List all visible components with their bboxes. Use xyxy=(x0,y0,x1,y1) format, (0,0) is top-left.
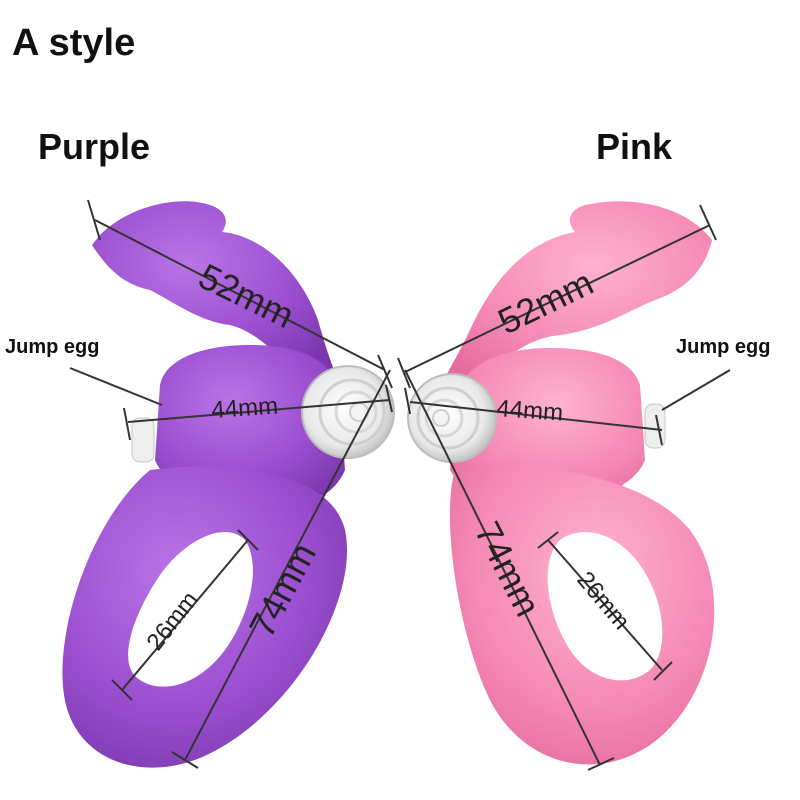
purple-ring xyxy=(62,466,348,768)
variant-name-pink: Pink xyxy=(596,126,673,167)
headline: A style xyxy=(12,22,136,64)
purple-body xyxy=(155,345,345,507)
purple-ears xyxy=(92,201,335,378)
purple-tip xyxy=(131,417,155,463)
dim-ring-right: 26mm xyxy=(571,567,635,635)
pink-cap xyxy=(407,373,497,463)
pink-ring xyxy=(449,466,715,765)
dim-body-left: 44mm xyxy=(211,392,279,424)
part-label-right: Jump egg xyxy=(676,336,771,358)
pink-ears xyxy=(445,201,712,385)
purple-product xyxy=(62,201,395,768)
dim-body-right: 44mm xyxy=(496,395,564,427)
purple-cap xyxy=(301,365,395,459)
dim-ring-left: 26mm xyxy=(141,587,203,656)
part-label-left: Jump egg xyxy=(5,336,100,358)
dimension-lines-left xyxy=(69,199,393,769)
variant-name-purple: Purple xyxy=(38,126,151,167)
pink-product xyxy=(407,201,715,765)
dimension-lines-right xyxy=(397,204,731,771)
